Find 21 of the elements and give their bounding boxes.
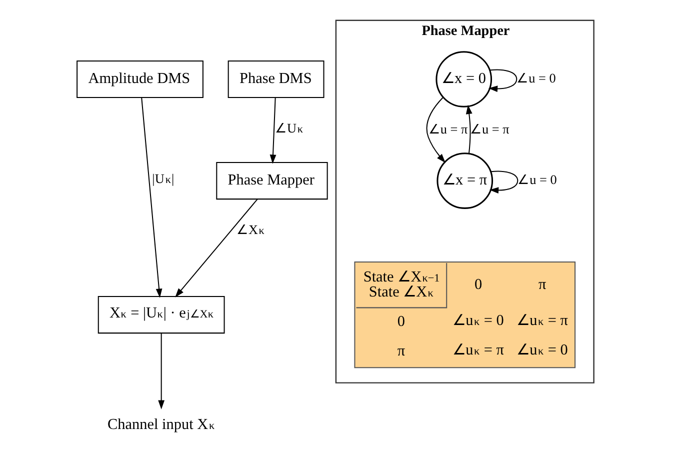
node-circle: ∠x = 0 bbox=[435, 51, 492, 108]
edge-label: ∠u = 0 bbox=[517, 172, 556, 188]
node-text: Channel input Xκ bbox=[107, 416, 214, 434]
arrow bbox=[488, 69, 517, 92]
node-box: Phase Mapper bbox=[216, 162, 328, 200]
arrow bbox=[174, 199, 258, 298]
node-box: Amplitude DMS bbox=[76, 60, 203, 98]
arrow bbox=[488, 170, 518, 194]
arrow bbox=[269, 98, 276, 164]
edge-label: ∠u = π bbox=[469, 121, 509, 136]
node-box: Xκ = |Uκ| · ej∠Xκ bbox=[97, 296, 224, 334]
arrow bbox=[158, 333, 164, 410]
edge-label: ∠u = 0 bbox=[516, 70, 556, 86]
edge-label: |Uκ| bbox=[152, 171, 174, 186]
node-box: Phase DMS bbox=[227, 60, 324, 98]
edge-label: ∠u = π bbox=[428, 121, 468, 136]
arrow bbox=[140, 98, 162, 298]
arrow bbox=[426, 97, 445, 163]
edge-label: ∠Xκ bbox=[236, 222, 264, 237]
edge-label: ∠Uκ bbox=[274, 120, 302, 136]
arrow bbox=[465, 104, 472, 154]
